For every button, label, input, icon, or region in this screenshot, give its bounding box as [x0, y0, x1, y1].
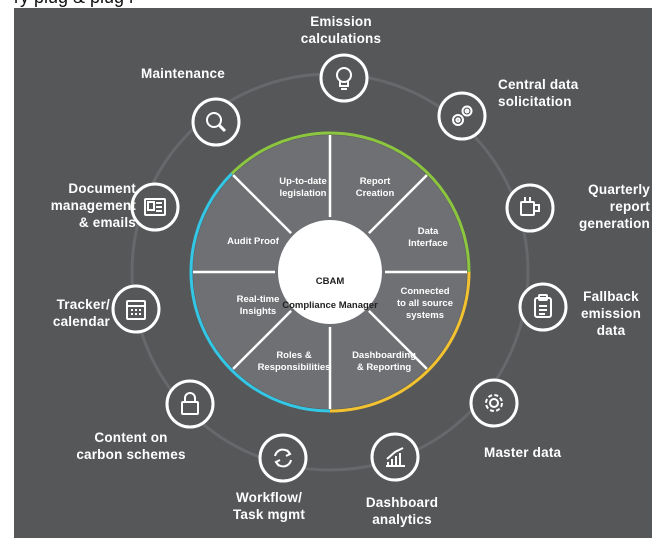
segment-divider: [368, 310, 428, 370]
icon-glyph: [534, 294, 552, 318]
center-title-line2: Compliance Manager: [282, 300, 378, 311]
segment-dashboarding: Dashboarding & Reporting: [352, 350, 416, 373]
label-dashboard-analytics: Dashboard analytics: [365, 495, 439, 527]
gears-icon: [437, 91, 487, 141]
label-maintenance: Maintenance: [141, 66, 225, 81]
icon-glyph: [386, 447, 405, 467]
refresh-icon: [258, 433, 308, 483]
lightbulb-icon: [319, 53, 369, 103]
segment-connected: Connected to all source systems: [397, 286, 453, 321]
segment-divider: [368, 174, 428, 234]
segment-realtime: Real-time Insights: [236, 294, 280, 317]
label-quarterly-report: Quarterly report generation: [578, 182, 650, 231]
icon-glyph: [336, 67, 352, 90]
segment-report-creation: Report Creation: [355, 176, 395, 199]
icon-glyph: [144, 198, 166, 216]
icon-glyph: [452, 105, 473, 126]
bar-chart-icon: [370, 432, 420, 482]
calendar-icon: [111, 284, 161, 334]
label-document-management: Document management & emails: [50, 181, 136, 230]
rim-arc-cyan: [189, 172, 331, 413]
segment-audit: Audit Proof: [227, 236, 279, 247]
center-title-line1: CBAM: [315, 276, 345, 287]
label-emission-calculations: Emission calculations: [300, 14, 382, 46]
center-circle: [278, 220, 382, 324]
label-central-data: Central data solicitation: [498, 77, 579, 109]
label-tracker: Tracker/ calendar: [52, 297, 110, 329]
rim-arc-yellow: [329, 271, 471, 413]
icon-bubble: [191, 97, 241, 147]
icon-bubble: [258, 433, 308, 483]
header-fragment-text: ry plug & plug i: [14, 0, 133, 8]
label-content-carbon: Content on carbon schemes: [76, 430, 186, 462]
segment-divider: [232, 174, 292, 234]
icon-glyph: [126, 300, 146, 320]
segment-roles: Roles & Responsibilities: [257, 350, 331, 373]
newspaper-icon: [130, 182, 180, 232]
icon-glyph: [206, 112, 227, 133]
icon-bubble: [505, 183, 555, 233]
icon-glyph: [181, 392, 199, 415]
icon-bubble: [319, 53, 369, 103]
lock-icon: [165, 379, 215, 429]
coffee-cup-icon: [505, 183, 555, 233]
icon-glyph: [520, 197, 540, 216]
icon-glyph: [274, 448, 292, 468]
label-fallback-emission: Fallback emission data: [580, 289, 642, 338]
rim-arc-green: [230, 131, 471, 273]
segment-legislation: Up-to-date legislation: [279, 176, 327, 199]
settings-gear-icon: [469, 378, 519, 428]
segment-divider: [232, 310, 292, 370]
header-fragment: ry plug & plug i: [0, 0, 652, 8]
segment-data-interface: Data Interface: [408, 226, 448, 249]
label-master-data: Master data: [484, 445, 562, 460]
center-title: CBAM Compliance Manager: [280, 264, 380, 312]
search-icon: [191, 97, 241, 147]
icon-glyph: [485, 394, 503, 412]
icon-bubble: [469, 378, 519, 428]
clipboard-icon: [518, 282, 568, 332]
label-workflow: Workflow/ Task mgmt: [232, 490, 306, 522]
icon-bubble: [165, 379, 215, 429]
